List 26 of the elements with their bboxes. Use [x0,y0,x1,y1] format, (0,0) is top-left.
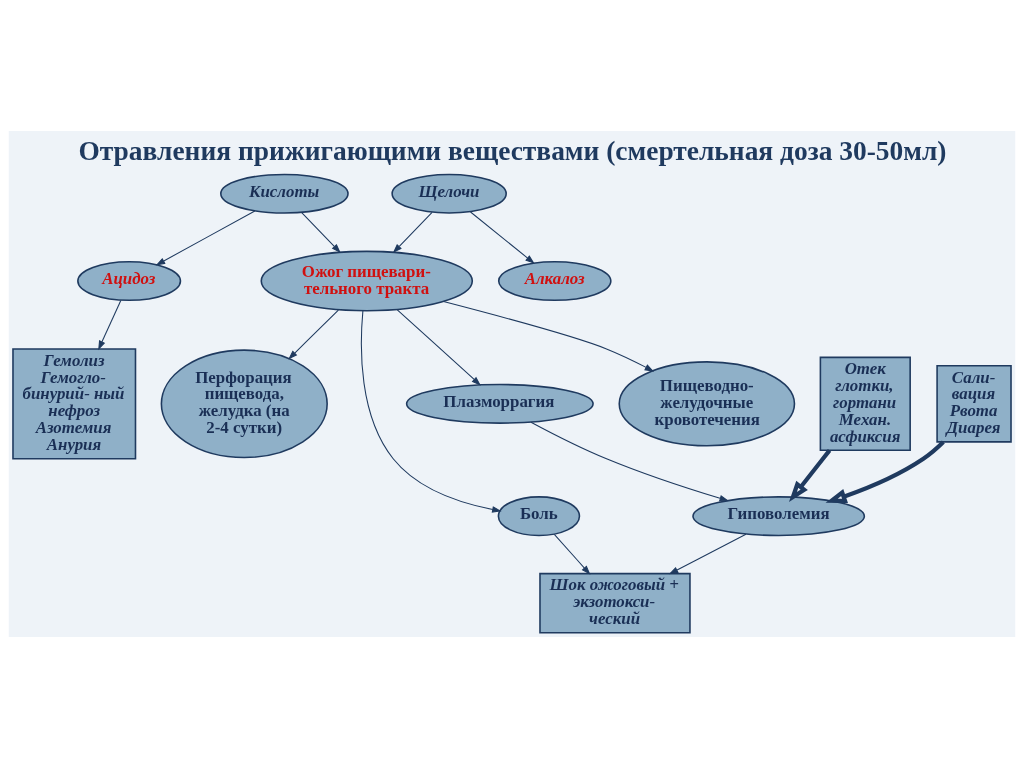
arrow [300,211,341,253]
arrow [443,300,655,372]
arrow [530,421,729,501]
arrow [155,209,256,265]
node-ellipse: Кислоты [220,173,349,214]
node-ellipse: Щелочи [391,173,507,214]
arrow [288,309,339,359]
node-ellipse: Боль [497,495,581,536]
arrow [668,533,747,574]
node-box: Шок ожоговый + экзотокси- ческий [539,572,691,634]
arrow [98,299,122,350]
node-ellipse: Ожог пищевари- тельного тракта [260,250,474,311]
diagram-title: Отравления прижигающими веществами (смертельная доза 30-50мл) [78,135,947,166]
arrow [392,211,433,253]
node-ellipse: Алкалоз [497,260,612,301]
arrow [789,448,832,502]
arrow [396,308,481,386]
node-box: Гемолиз Гемогло- бинурий- ный нефроз Азотемия Анурия [12,347,137,460]
arrow [553,533,591,575]
arrow [825,440,945,503]
arrow [470,211,535,264]
arrow [360,309,502,513]
node-box: Сали- вация Рвота Диарея [936,364,1012,443]
node-box: Отек глотки, гортани Механ. асфиксия [819,356,911,451]
node-ellipse: Ацидоз [77,260,182,301]
node-ellipse: Плазморрагия [405,383,594,424]
